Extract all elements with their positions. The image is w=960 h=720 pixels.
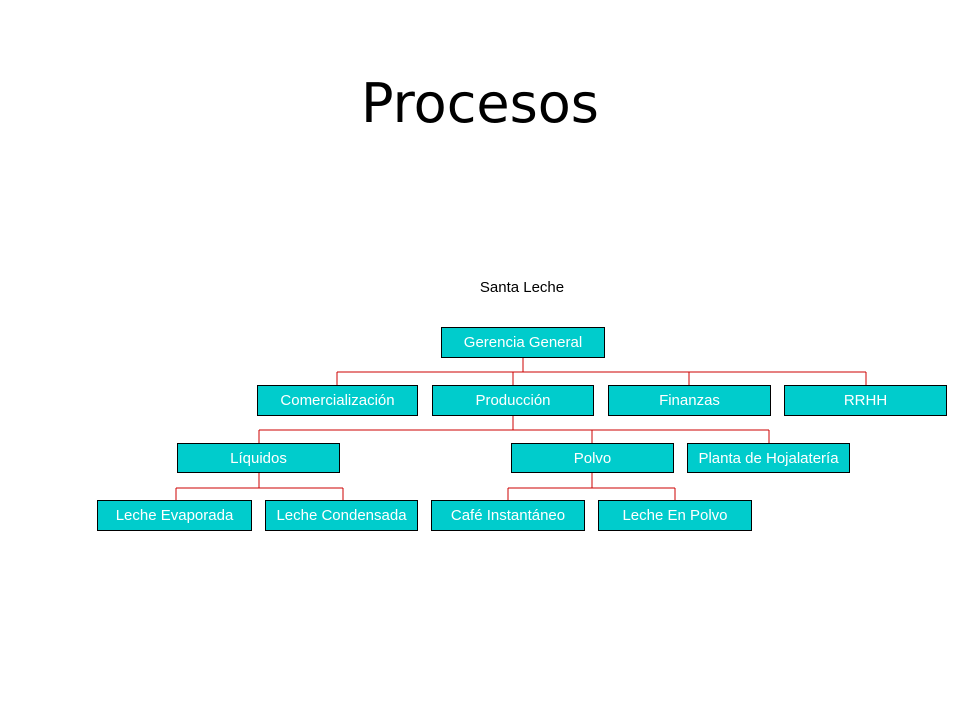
node-planta-hojalateria: Planta de Hojalatería <box>687 443 850 473</box>
node-finanzas: Finanzas <box>608 385 771 416</box>
node-leche-en-polvo: Leche En Polvo <box>598 500 752 531</box>
node-gerencia-general: Gerencia General <box>441 327 605 358</box>
node-cafe-instantaneo: Café Instantáneo <box>431 500 585 531</box>
slide-title: Procesos <box>361 72 599 135</box>
node-comercializacion: Comercialización <box>257 385 418 416</box>
org-chart-title: Santa Leche <box>479 279 565 296</box>
node-liquidos: Líquidos <box>177 443 340 473</box>
node-polvo: Polvo <box>511 443 674 473</box>
node-rrhh: RRHH <box>784 385 947 416</box>
node-leche-evaporada: Leche Evaporada <box>97 500 252 531</box>
node-produccion: Producción <box>432 385 594 416</box>
node-leche-condensada: Leche Condensada <box>265 500 418 531</box>
